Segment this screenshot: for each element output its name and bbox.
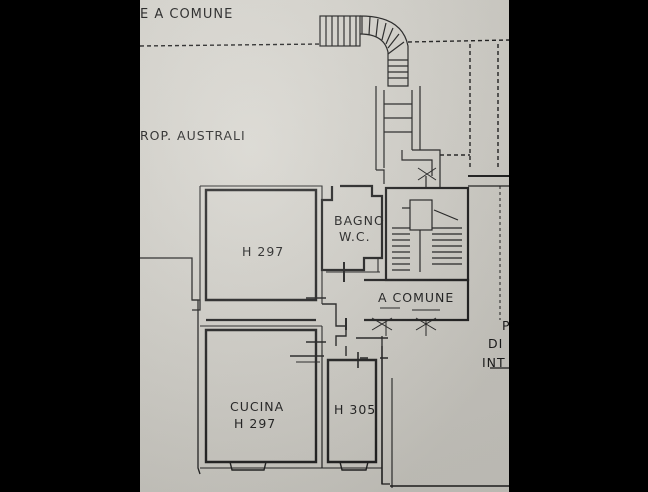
floor-plan-drawing <box>140 15 509 488</box>
label-bagno: BAGNO <box>334 213 385 228</box>
stair-corridor <box>375 86 441 184</box>
label-cucina: CUCINA <box>230 399 285 414</box>
label-prop-australi: ROP. AUSTRALI <box>140 128 246 143</box>
bagno-walls <box>320 184 384 272</box>
label-right-int: INT <box>482 355 506 370</box>
room-h305 <box>326 358 378 464</box>
label-right-p: P <box>502 318 509 333</box>
dashed-boundary-top <box>140 43 323 47</box>
central-staircase <box>384 167 470 282</box>
label-room-height-3: H 305 <box>334 402 377 417</box>
common-landing <box>364 278 470 322</box>
label-room-height-2: H 297 <box>234 416 277 431</box>
floor-plan-photo: E A COMUNE ROP. AUSTRALI H 297 BAGNO W.C… <box>140 0 509 492</box>
outer-wall-left <box>140 257 201 475</box>
label-right-di: DI <box>488 336 504 351</box>
label-top-comune: E A COMUNE <box>140 7 234 22</box>
outer-wall-right <box>381 336 390 485</box>
room-h297-top <box>204 188 318 302</box>
spiral-staircase <box>319 15 409 87</box>
dashed-boundary-top-right <box>407 39 509 43</box>
room-cucina <box>204 328 318 464</box>
label-wc: W.C. <box>339 229 371 244</box>
label-room-height-1: H 297 <box>242 244 285 259</box>
label-landing-comune: A COMUNE <box>378 290 455 305</box>
corridor <box>322 303 347 346</box>
